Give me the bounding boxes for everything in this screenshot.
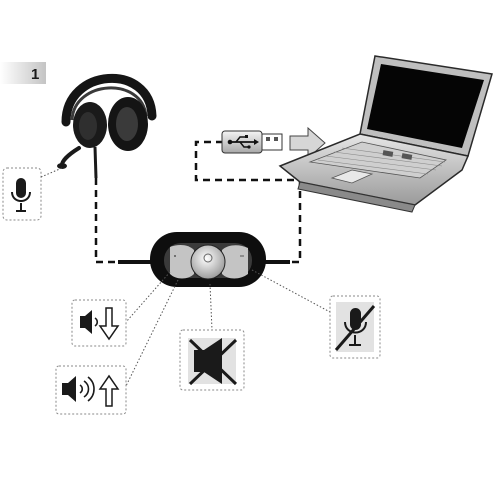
arrow-right-icon — [289, 126, 326, 160]
mic-leader-line — [40, 167, 63, 178]
speaker-mute-box — [179, 329, 245, 391]
volume-up-box — [55, 365, 127, 415]
volume-down-icon — [80, 307, 120, 341]
cable-remote-to-usb — [194, 140, 302, 264]
headset-icon — [57, 74, 157, 179]
usb-symbol-icon — [227, 135, 259, 149]
speaker-mute-icon — [188, 338, 238, 386]
laptop-icon — [278, 55, 493, 213]
step-number: 1 — [31, 66, 39, 83]
volume-up-icon — [62, 374, 120, 407]
cable-headset-to-remote — [94, 178, 150, 264]
microphone-box — [2, 167, 42, 221]
inline-remote-control-icon — [118, 232, 290, 287]
volume-down-box — [71, 299, 127, 347]
microphone-mute-icon — [334, 302, 376, 352]
microphone-mute-box — [329, 295, 381, 359]
usb-plug-icon — [221, 130, 283, 154]
remote-leader-lines — [125, 269, 331, 387]
step-tab: 1 — [0, 62, 46, 84]
microphone-icon — [11, 178, 31, 212]
